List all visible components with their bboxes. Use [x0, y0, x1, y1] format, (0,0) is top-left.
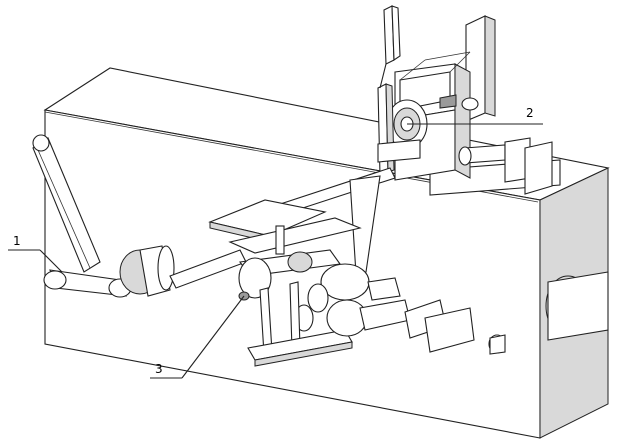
- callout-2-label: 2: [526, 106, 534, 120]
- callout-3: 3: [150, 295, 245, 379]
- callout-2: 2: [407, 106, 543, 125]
- central-platform-assembly: [208, 199, 411, 367]
- callout-3-label: 3: [155, 362, 163, 376]
- roller-box-assembly: [386, 51, 471, 181]
- right-shaft-assembly: [458, 97, 553, 195]
- callout-1-label: 1: [13, 234, 21, 248]
- lower-right-components: [404, 271, 609, 355]
- callout-1: 1: [8, 234, 63, 273]
- belt-drive: [32, 134, 247, 298]
